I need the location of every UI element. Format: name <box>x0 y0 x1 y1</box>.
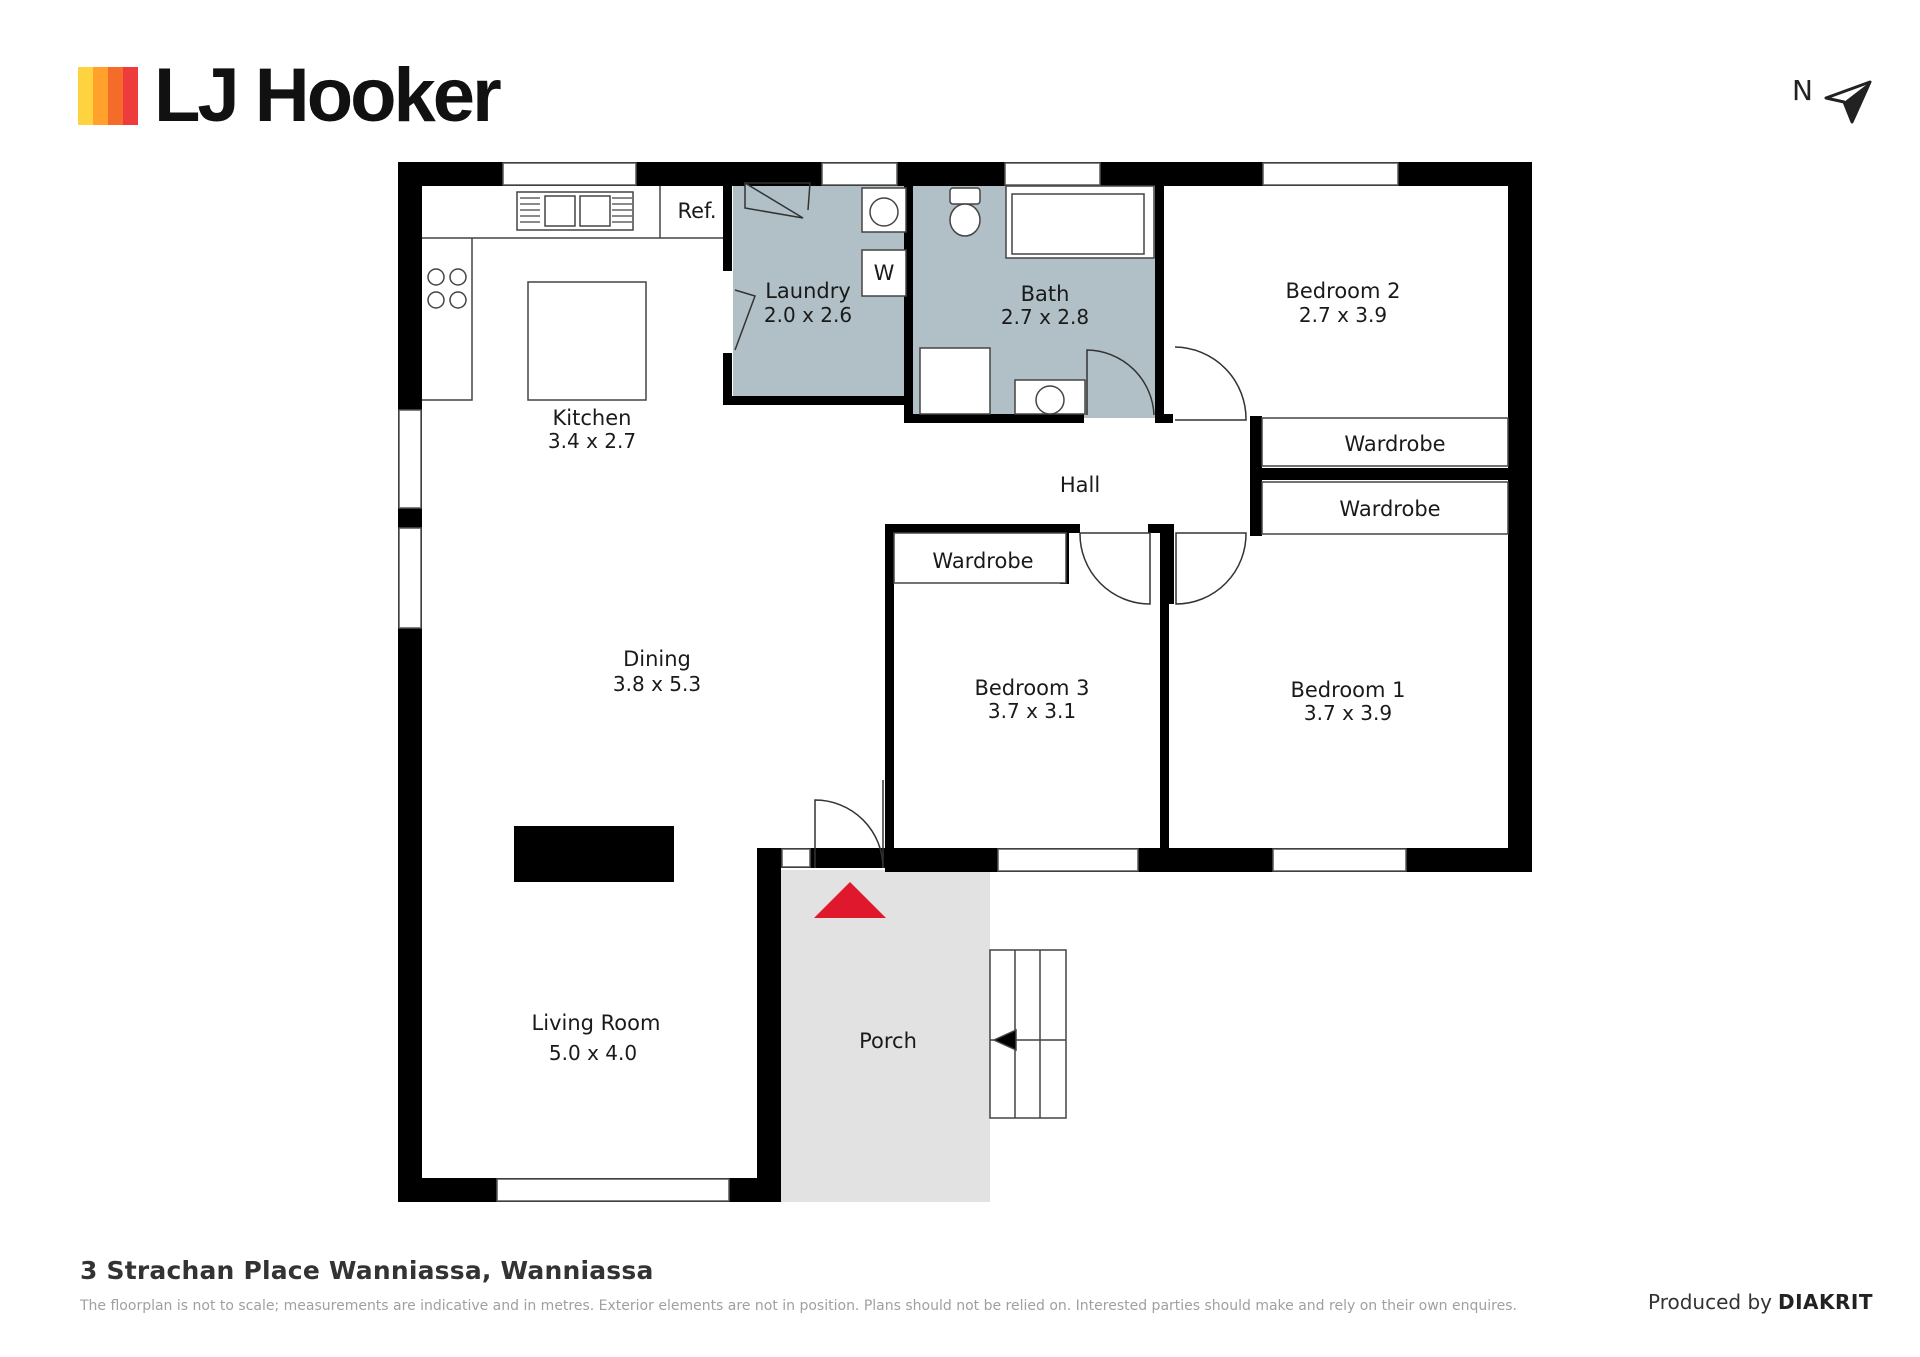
wardrobe-bedroom-2-label: Wardrobe <box>1344 432 1445 456</box>
steps-arrow-icon <box>992 1028 1017 1052</box>
interior-walls <box>723 183 1508 872</box>
wardrobe-bedroom-2 <box>1261 417 1509 467</box>
living-dims: 5.0 x 4.0 <box>549 1041 637 1065</box>
porch-steps <box>989 949 1067 1119</box>
kitchen-sink <box>516 191 634 231</box>
kitchen-island <box>527 281 647 401</box>
dining-dims: 3.8 x 5.3 <box>613 672 701 696</box>
ref-label: Ref. <box>677 199 716 223</box>
washer <box>861 249 907 297</box>
north-letter: N <box>1792 74 1813 107</box>
laundry-label: Laundry <box>765 279 851 303</box>
north-indicator: N <box>1792 72 1882 132</box>
wardrobe-bedroom-3-label: Wardrobe <box>932 549 1033 573</box>
kitchen-label: Kitchen <box>553 406 632 430</box>
laundry-fixtures <box>861 187 907 297</box>
logo-bar-amber <box>93 67 108 125</box>
producer-name: DIAKRIT <box>1777 1290 1873 1314</box>
entry-marker-icon <box>814 882 886 918</box>
bath-label: Bath <box>1021 282 1070 306</box>
logo-wordmark: LJ Hooker <box>154 53 502 138</box>
kitchen-dims: 3.4 x 2.7 <box>548 429 636 453</box>
kitchen-fixtures <box>422 186 723 401</box>
sink-drainer <box>520 197 632 223</box>
bedroom2-label: Bedroom 2 <box>1285 279 1400 303</box>
dining-label: Dining <box>623 647 691 671</box>
laundry-dims: 2.0 x 2.6 <box>764 303 852 327</box>
toilet <box>949 187 981 205</box>
washer-label: W <box>874 261 895 285</box>
porch-fill <box>780 870 990 1202</box>
bedroom3-dims: 3.7 x 3.1 <box>988 699 1076 723</box>
wardrobe-bedroom-3 <box>893 532 1067 584</box>
bath-dims: 2.7 x 2.8 <box>1001 305 1089 329</box>
living-label: Living Room <box>532 1011 661 1035</box>
lj-hooker-logo: LJ Hooker <box>78 53 502 138</box>
hall-label: Hall <box>1060 473 1100 497</box>
logo-bar-yellow <box>78 67 93 125</box>
wardrobe-bedroom-1 <box>1261 481 1509 535</box>
bedroom1-label: Bedroom 1 <box>1290 678 1405 702</box>
produced-by-label: Produced by <box>1648 1290 1772 1314</box>
bedroom1-dims: 3.7 x 3.9 <box>1304 701 1392 725</box>
porch-label: Porch <box>859 1029 917 1053</box>
stovetop-icon <box>427 268 467 309</box>
shower <box>919 347 991 415</box>
bedroom2-dims: 2.7 x 3.9 <box>1299 303 1387 327</box>
north-arrow-icon <box>1824 80 1872 124</box>
wardrobe-bedroom-1-label: Wardrobe <box>1339 497 1440 521</box>
wardrobes <box>893 417 1509 584</box>
bedroom3-label: Bedroom 3 <box>974 676 1089 700</box>
logo-bar-orange <box>108 67 123 125</box>
windows <box>398 162 1407 1202</box>
logo-color-bars <box>78 67 138 125</box>
fireplace <box>514 826 674 882</box>
disclaimer-text: The floorplan is not to scale; measureme… <box>80 1298 1517 1314</box>
bath-fixtures <box>919 185 1155 415</box>
logo-bar-red <box>123 67 138 125</box>
doors <box>734 181 1247 869</box>
property-address: 3 Strachan Place Wanniassa, Wanniassa <box>80 1256 654 1285</box>
